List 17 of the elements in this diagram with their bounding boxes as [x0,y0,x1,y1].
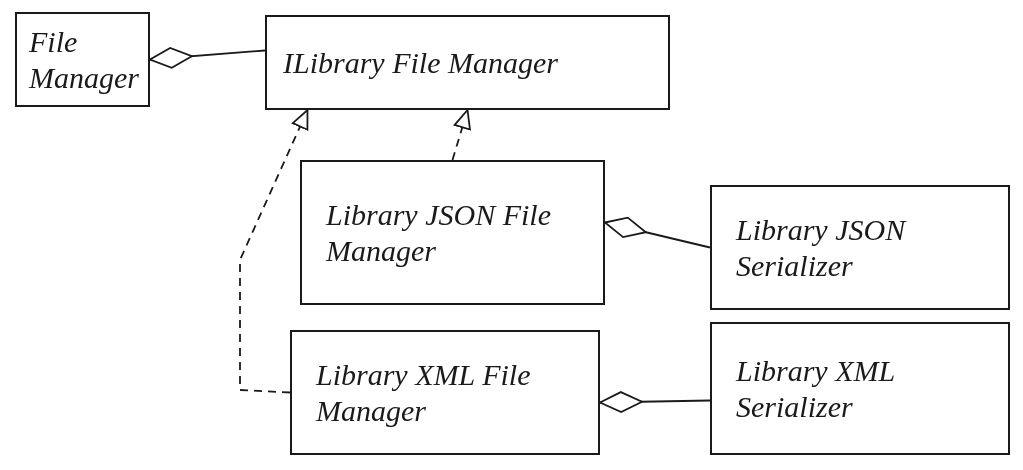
class-name: Library XML Serializer [736,352,896,425]
class-name: ILibrary File Manager [283,44,558,81]
aggregation-connector [604,216,711,249]
class-box [15,12,150,107]
class-name: Library JSON File Manager [326,196,552,269]
class-box [265,15,670,110]
class-box [710,322,1010,455]
class-box [710,185,1010,310]
class-name: Library JSON Serializer [736,211,908,284]
realization-arrow [451,109,471,161]
class-name: File Manager [29,23,139,96]
class-name: Library XML File Manager [316,356,532,429]
realization-arrow [239,109,309,394]
aggregation-connector [599,391,711,413]
aggregation-connector [149,47,266,69]
class-box [300,160,605,305]
class-box [290,330,600,455]
